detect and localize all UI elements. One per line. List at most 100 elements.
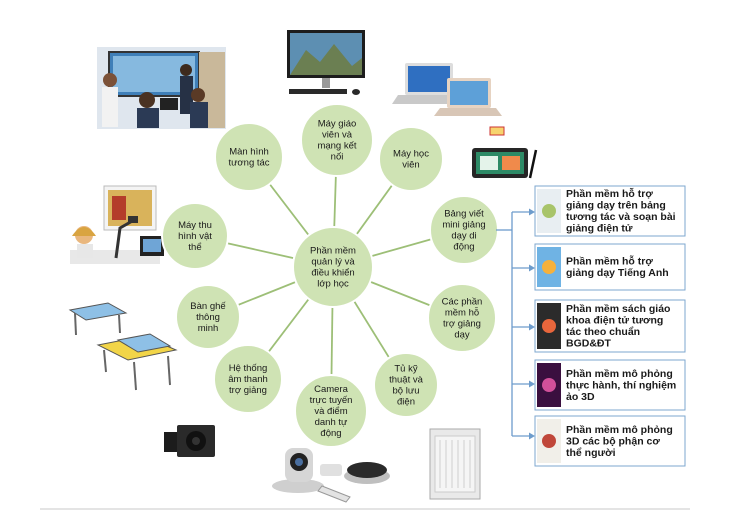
node-6-label-line: và điểm [314,406,347,417]
node-8-label-line: Bàn ghế [190,301,226,312]
charging-cabinet [429,428,481,500]
desktop-pc [287,30,365,95]
bracket-arrowhead [529,208,535,216]
software-label-line: khoa điện tử tương [566,315,663,327]
laptops [392,63,502,116]
node-7-label-line: âm thanh [228,374,268,385]
node-8-label-line: minh [198,323,219,334]
node-9-label-line: hình vật [178,231,212,242]
center-node-label-line: lớp học [317,279,349,290]
node-5-circle [373,352,439,418]
software-label-line: Phần mềm hỗ trợ [566,255,653,268]
software-label-line: tương tác và soạn bài [566,211,676,223]
node-6-label-line: Camera [314,384,349,395]
node-4-label-line: Các phần [442,297,483,308]
bracket-arrowhead [529,432,535,440]
software-label-line: Phần mềm hỗ trợ [566,187,653,200]
bracket-arrowhead [529,264,535,272]
software-label-line: giảng dạy trên bảng [566,200,666,212]
software-label-line: tác theo chuẩn [566,326,640,338]
node-8-circle [175,284,241,350]
bracket-arrowhead [529,380,535,388]
node-3-label-line: mini giảng [442,220,485,231]
node-1-label-line: Máy giáo [318,119,357,130]
node-6-label-line: động [320,428,341,439]
software-label-line: ảo 3D [566,391,595,403]
node-1-label-line: viên và [322,130,353,141]
node-6-label-line: trực tuyến [310,395,353,406]
node-3-label-line: Bảng viết [444,209,484,220]
software-label-line: 3D các bộ phận cơ [566,435,660,447]
software-label-line: BGD&ĐT [566,338,611,350]
speakers [164,425,215,457]
node-5-label-line: điện [397,397,415,408]
node-4-circle [427,283,497,353]
smart-desks [68,302,178,391]
center-node-circle [292,226,374,308]
node-7-label-line: trợ giảng [229,385,267,396]
node-3-label-line: động [453,242,474,253]
node-9-label-line: Máy thu [178,220,212,231]
mini-whiteboard-tablet [472,126,538,179]
node-5-label-line: thuật và [389,375,424,386]
whiteboard-software-thumb [537,189,561,233]
document-camera [70,185,164,264]
anatomy-3d-thumb [537,419,561,463]
node-10-label-line: tương tác [228,158,269,169]
software-label-line: Phần mềm mô phỏng [566,368,673,380]
node-7-label-line: Hệ thống [229,363,268,374]
node-5-label-line: Tủ kỹ [394,364,417,375]
node-8-label-line: thông [196,312,220,323]
node-2-label-line: Máy học [393,149,429,160]
node-10-label-line: Màn hình [229,147,269,158]
center-node-label-line: quản lý và [311,257,355,268]
node-2-circle [378,126,444,192]
node-4-label-line: mềm hỗ [445,308,479,319]
center-node-label-line: điều khiển [311,268,354,279]
node-6-label-line: danh tự [315,417,348,428]
software-label-line: Phần mềm mô phỏng [566,424,673,436]
software-label-line: giảng điện tử [566,223,633,235]
node-9-label-line: thể [188,242,201,253]
node-10-circle [214,122,284,192]
ptz-camera-kit [272,448,390,503]
node-3-label-line: dạy di [451,231,476,242]
node-7-circle [213,344,283,414]
center-node-label-line: Phần mềm [310,246,356,257]
software-bracket [496,208,535,440]
software-label-line: thể người [566,447,616,459]
software-label-line: thực hành, thí nghiệm [566,379,676,391]
software-label-line: giảng dạy Tiếng Anh [566,267,669,279]
node-1-label-line: mạng kết [317,141,356,152]
node-1-label-line: nối [331,152,344,163]
virus-3d-thumb [537,363,561,407]
bracket-arrowhead [529,323,535,331]
node-1-circle [300,103,374,177]
classroom-photo [97,47,226,129]
node-9-circle [161,202,229,270]
node-4-label-line: dạy [454,330,470,341]
node-4-label-line: trợ giảng [443,319,481,330]
node-2-label-line: viên [402,160,419,171]
node-5-label-line: bộ lưu [393,386,420,397]
ebook-tablet-thumb [537,303,561,349]
